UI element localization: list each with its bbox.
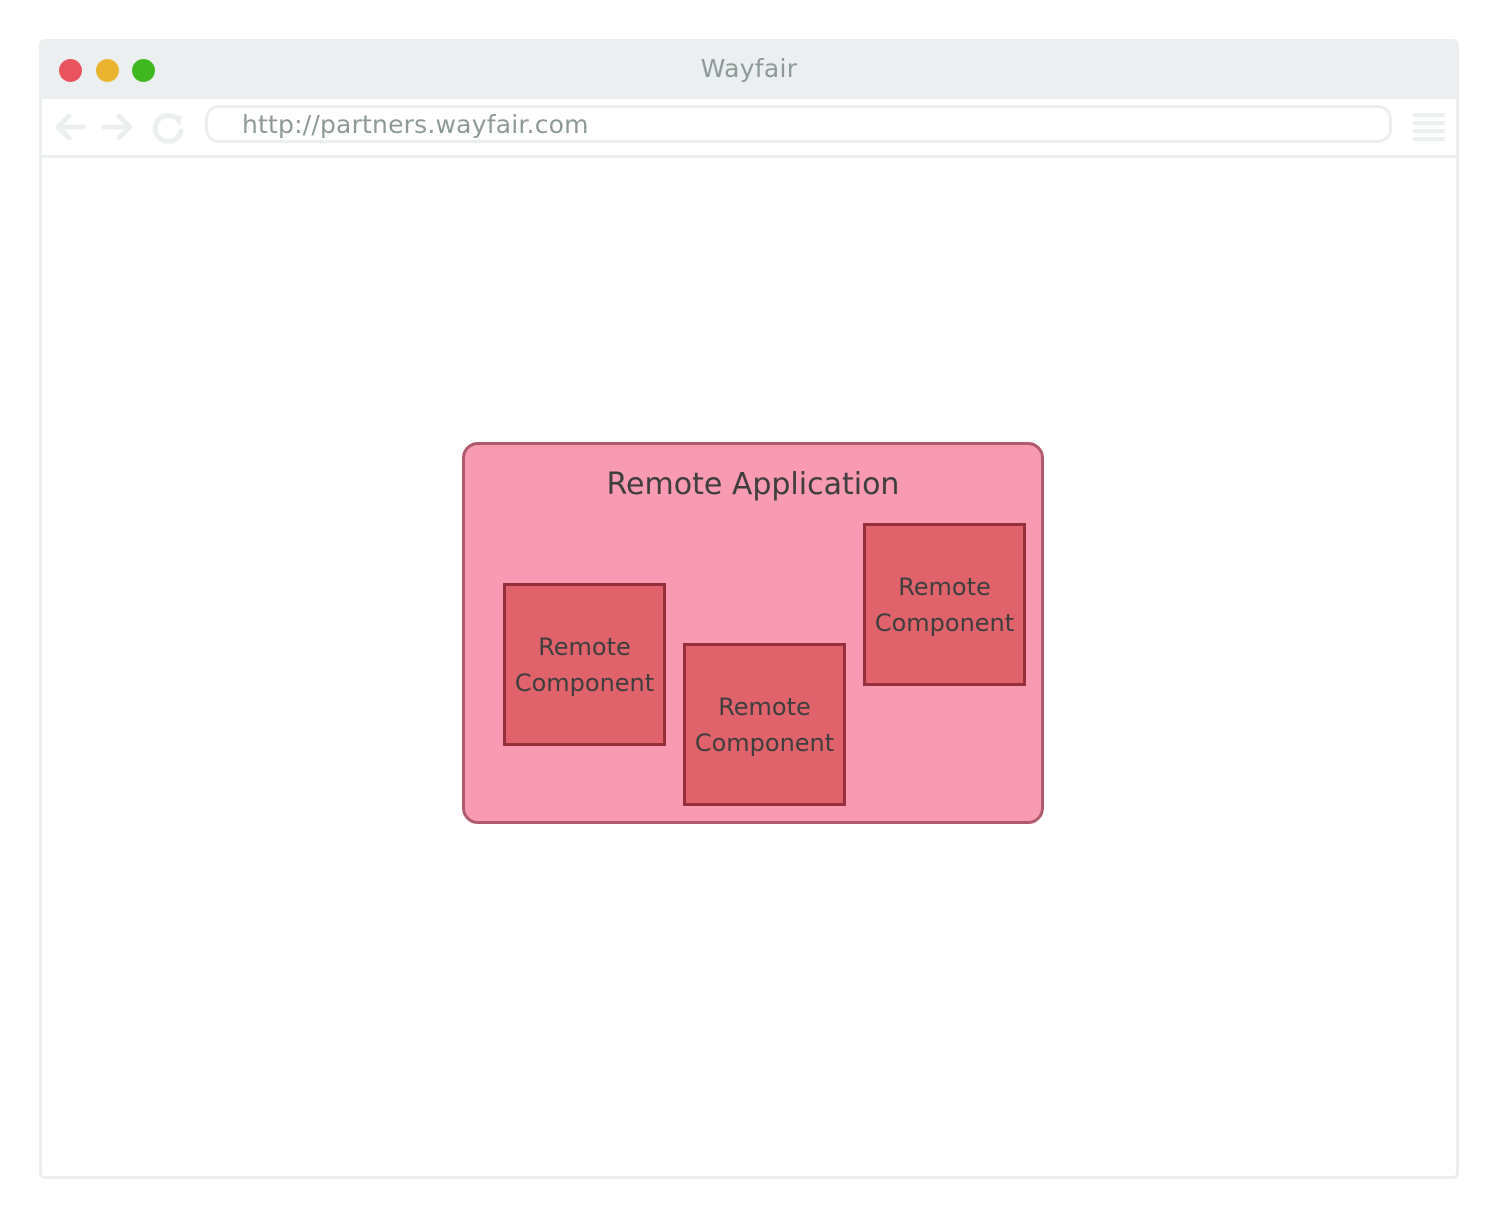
title-bar: Wayfair (42, 42, 1456, 99)
url-text[interactable]: http://partners.wayfair.com (242, 110, 589, 139)
remote-component-label: Remote Component (874, 572, 1015, 637)
browser-toolbar: http://partners.wayfair.com (42, 99, 1456, 158)
remote-component-box: Remote Component (863, 523, 1026, 686)
close-window-button[interactable] (59, 59, 82, 82)
hamburger-menu-icon[interactable] (1412, 111, 1446, 143)
remote-application-label: Remote Application (606, 467, 900, 502)
window-title: Wayfair (700, 54, 798, 83)
remote-component-box: Remote Component (503, 583, 666, 746)
minimize-window-button[interactable] (96, 59, 119, 82)
reload-icon[interactable] (148, 107, 188, 147)
remote-component-label: Remote Component (694, 692, 835, 757)
back-arrow-icon[interactable] (50, 107, 90, 147)
remote-application-box: Remote Application Remote Component Remo… (462, 442, 1044, 824)
maximize-window-button[interactable] (132, 59, 155, 82)
forward-arrow-icon[interactable] (98, 107, 138, 147)
browser-window: Wayfair http://partners.wayfair.com (39, 39, 1459, 1179)
remote-component-box: Remote Component (683, 643, 846, 806)
remote-component-label: Remote Component (514, 632, 655, 697)
address-bar[interactable]: http://partners.wayfair.com (205, 105, 1392, 143)
page-content: Remote Application Remote Component Remo… (42, 158, 1456, 1176)
